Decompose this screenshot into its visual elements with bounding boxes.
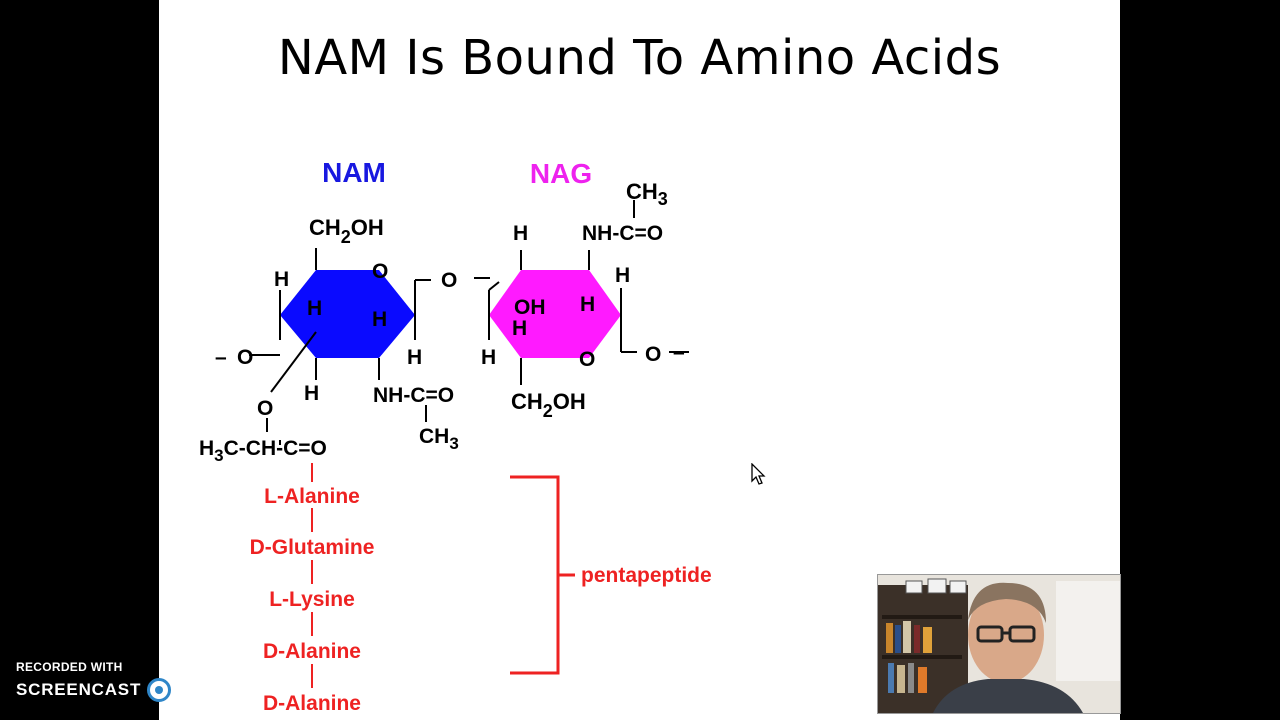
watermark-brand: SCREENCAST MATIC xyxy=(16,678,231,702)
nag-h-left: H xyxy=(481,346,496,369)
nam-nag-structure-diagram: NAM NAG xyxy=(199,157,712,715)
right-dash: – xyxy=(673,341,685,364)
nag-h-inner-1: H xyxy=(512,317,527,340)
nam-h-left: H xyxy=(274,268,289,291)
watermark-brand-left: SCREENCAST xyxy=(16,680,142,699)
nam-h-right: H xyxy=(407,346,422,369)
glycosidic-oxygen: O xyxy=(441,269,457,292)
screencast-watermark: RECORDED WITH SCREENCAST MATIC xyxy=(16,660,231,702)
peptide-residue-2: D-Glutamine xyxy=(250,536,375,559)
watermark-recorded-with: RECORDED WITH xyxy=(16,660,123,674)
presenter-webcam xyxy=(877,574,1121,714)
nag-amide: NH-C=O xyxy=(582,222,663,245)
peptide-residue-1: L-Alanine xyxy=(264,485,360,508)
peptide-chain: L-Alanine D-Glutamine L-Lysine D-Alanine… xyxy=(250,485,375,715)
screencast-logo-icon xyxy=(147,678,172,702)
nag-h-inner-2: H xyxy=(580,293,595,316)
peptide-residue-4: D-Alanine xyxy=(263,640,361,663)
pentapeptide-label: pentapeptide xyxy=(581,564,712,587)
lactyl-oxygen: O xyxy=(257,397,273,420)
lactyl-group: H3C-CH-C=O xyxy=(199,437,327,465)
left-oxygen: O xyxy=(237,346,253,369)
nag-label: NAG xyxy=(530,158,592,189)
slide: NAM Is Bound To Amino Acids NAM NAG xyxy=(159,0,1120,720)
nam-h-inner-2: H xyxy=(372,308,387,331)
peptide-residue-5: D-Alanine xyxy=(263,692,361,715)
nam-ring xyxy=(280,270,415,358)
right-oxygen: O xyxy=(645,343,661,366)
nam-h-inner-1: H xyxy=(307,297,322,320)
slide-title: NAM Is Bound To Amino Acids xyxy=(277,30,1002,86)
webcam-feed xyxy=(878,575,1120,713)
nag-ring-oxygen: O xyxy=(579,348,595,371)
peptide-residue-3: L-Lysine xyxy=(269,588,355,611)
bond-lines xyxy=(249,200,689,445)
left-dash: – xyxy=(215,346,227,369)
nam-ch2oh: CH2OH xyxy=(309,215,384,247)
nag-ring xyxy=(489,270,621,358)
nam-label: NAM xyxy=(322,157,386,188)
nag-h-right: H xyxy=(615,264,630,287)
nam-amide: NH-C=O xyxy=(373,384,454,407)
nag-methyl: CH3 xyxy=(626,179,668,209)
nam-h-bottom: H xyxy=(304,382,319,405)
nag-h-top: H xyxy=(513,222,528,245)
nag-ch2oh: CH2OH xyxy=(511,389,586,421)
nam-ring-oxygen: O xyxy=(372,260,388,283)
watermark-brand-right: MATIC xyxy=(174,680,231,699)
nag-oh: OH xyxy=(514,296,546,319)
mouse-pointer-icon xyxy=(751,463,766,485)
nam-methyl: CH3 xyxy=(419,425,459,453)
pentapeptide-bracket xyxy=(510,475,560,675)
